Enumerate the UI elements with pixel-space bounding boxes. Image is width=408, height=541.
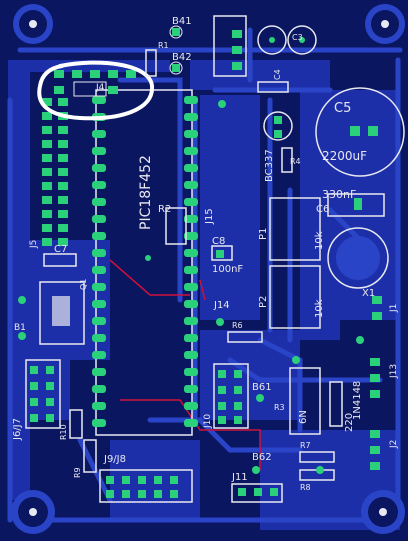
header-j5: [42, 98, 68, 246]
label-r2: R2: [158, 204, 171, 215]
transistor-bc337: [263, 111, 293, 141]
red-traces: [109, 259, 261, 470]
label-j1: J1: [389, 304, 399, 313]
label-r10: R10: [59, 424, 68, 440]
optocoupler: [289, 367, 321, 435]
rotary-component: [327, 227, 389, 289]
label-j2: J2: [389, 440, 399, 449]
label-j14: J14: [213, 300, 230, 311]
j4-outline: [73, 81, 107, 97]
copper-traces: [7, 27, 403, 523]
header-j9-j8: [99, 469, 193, 503]
label-pot2: 10k: [314, 299, 325, 318]
header-j10: [213, 363, 249, 429]
header-j11-pads: [238, 488, 278, 496]
label-r8: R8: [300, 483, 311, 492]
mcu-pads-right: [184, 96, 198, 427]
label-c3: C3: [292, 33, 303, 42]
label-mcu: PIC18F452: [138, 155, 154, 230]
header-j11: [231, 483, 283, 503]
header-j13-pads: [370, 358, 380, 398]
led-b41: [169, 25, 183, 39]
resistor-r2: [165, 207, 187, 245]
mcu-ic: [92, 89, 198, 436]
label-x1: X1: [362, 288, 375, 299]
capacitor-c7: [43, 253, 77, 267]
mounting-holes: [11, 4, 405, 534]
header-j9-j8-pads: [106, 476, 178, 498]
diode-1n4148: [329, 381, 343, 427]
label-c7: C7: [54, 244, 67, 255]
label-q1: Q1: [79, 279, 88, 290]
resistor-r1: [145, 49, 157, 77]
label-j4: J4: [95, 83, 105, 93]
label-r-220: 220: [344, 413, 355, 432]
mounting-hole-bottom-left: [11, 490, 55, 534]
label-j5: J5: [29, 240, 39, 249]
label-c6: C6: [316, 204, 329, 215]
pot-p2: [269, 265, 321, 329]
crystal-x1: [52, 296, 70, 326]
label-c8: C8: [212, 236, 225, 247]
label-j10: J10: [203, 414, 213, 429]
label-r4: R4: [290, 157, 301, 166]
label-c5-value: 2200uF: [322, 149, 367, 163]
label-c4: C4: [273, 69, 282, 80]
label-j15: J15: [204, 208, 215, 225]
label-c6-value: 330nF: [322, 188, 356, 201]
crystal-area: [39, 281, 85, 345]
resistor-r7: [299, 451, 335, 463]
label-p2: P2: [258, 296, 269, 308]
label-r3: R3: [274, 403, 285, 412]
capacitor-c4: [287, 25, 317, 55]
power-connector: [213, 15, 247, 77]
label-j9-j8: J9/J8: [103, 454, 126, 465]
label-optocoupler: 6N: [298, 410, 309, 424]
c8-pad: [216, 250, 224, 258]
resistor-r4: [281, 147, 293, 173]
header-j1-pads: [372, 296, 382, 320]
resistor-r6: [227, 331, 263, 343]
capacitor-c8: [211, 245, 233, 261]
label-j13: J13: [389, 364, 399, 379]
header-j6-j7-pads: [30, 366, 54, 422]
label-diode: 1N4148: [352, 381, 363, 420]
resistor-top-right: [257, 81, 289, 93]
label-b41: B41: [172, 16, 192, 27]
label-r1: R1: [158, 41, 169, 50]
label-c8-value: 100nF: [212, 264, 243, 275]
label-b1: B1: [14, 323, 26, 333]
resistor-r10: [69, 409, 83, 439]
label-j6-j7: J6/J7: [12, 418, 23, 441]
label-c5: C5: [334, 101, 351, 116]
highlight-annotation: [37, 60, 155, 121]
label-r7: R7: [300, 441, 311, 450]
label-j11: J11: [231, 472, 248, 483]
pot-p1: [269, 197, 321, 261]
label-r6: R6: [232, 321, 243, 330]
mounting-hole-top-right: [365, 4, 405, 44]
header-j4: [54, 70, 136, 94]
resistor-r9: [83, 439, 97, 473]
label-b42: B42: [172, 52, 192, 63]
label-r9: R9: [73, 467, 82, 478]
header-j12-pads: [370, 430, 380, 470]
label-pot1: 10k: [314, 231, 325, 250]
capacitor-c5: [315, 87, 405, 177]
capacitor-c6: [327, 193, 385, 217]
header-j10-pads: [218, 370, 242, 424]
led-b42: [169, 61, 183, 75]
mounting-hole-bottom-right: [361, 490, 405, 534]
header-j6-j7: [25, 359, 61, 429]
c6-pad: [354, 198, 362, 210]
capacitor-c3: [257, 25, 287, 55]
mounting-hole-top-left: [13, 4, 53, 44]
label-bc337: BC337: [264, 149, 275, 182]
vias: [18, 100, 364, 474]
label-p1: P1: [258, 228, 269, 240]
label-b62: B62: [252, 452, 272, 463]
power-connector-pads: [232, 30, 242, 70]
label-b61: B61: [252, 382, 272, 393]
